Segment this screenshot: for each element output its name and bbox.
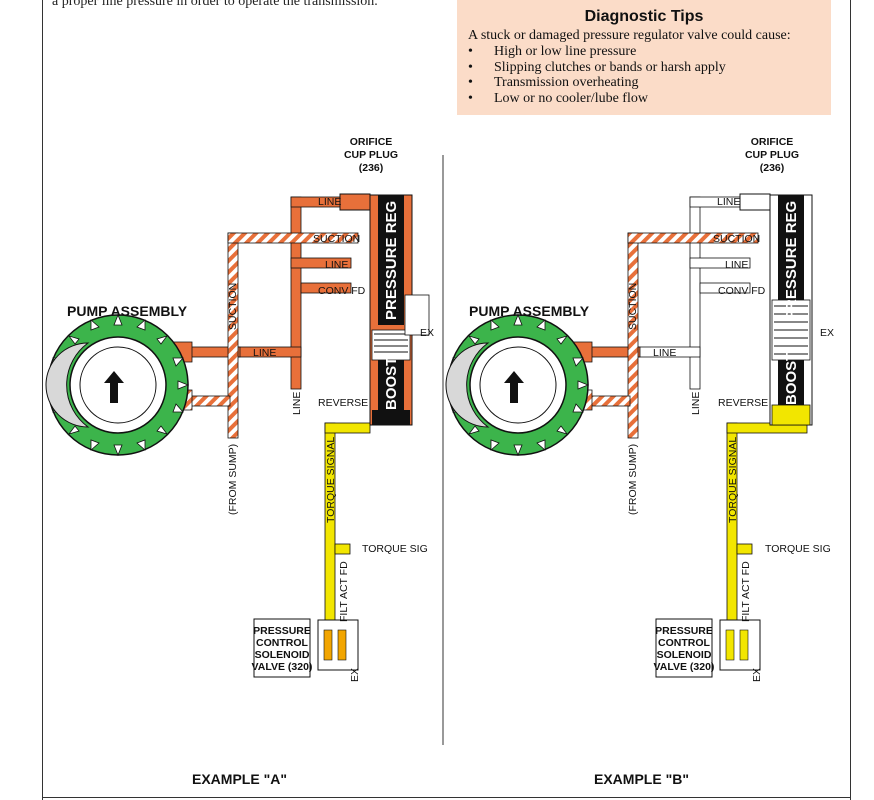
example-b-caption: EXAMPLE "B" [594,771,689,787]
reverse-label-b: REVERSE [718,397,768,409]
orifice-label-a1: ORIFICE [350,136,393,148]
ex-label-a: EX [420,327,434,339]
from-sump-label-a: (FROM SUMP) [227,444,239,515]
torque-sig-label-b: TORQUE SIG [765,543,831,555]
example-a-caption: EXAMPLE "A" [192,771,287,787]
orifice-label-b2: CUP PLUG [745,149,799,161]
page-border-bottom [42,797,851,798]
pump-assembly-label-b: PUMP ASSEMBLY [469,303,590,319]
tips-item: •High or low line pressure [468,44,637,59]
suction-vert-label-a: SUCTION [227,283,239,330]
pcs-label-b3: SOLENOID [657,649,712,661]
pump-assembly-label-a: PUMP ASSEMBLY [67,303,188,319]
reverse-label-a: REVERSE [318,397,368,409]
conv-fd-label-a: CONV FD [318,285,366,297]
conv-fd-label-b: CONV FD [718,285,766,297]
page-border-right [850,0,851,800]
pressure-reg-label-b: PRESSURE REG [783,201,800,320]
example-a-diagram: PRESSURE REG BOOST ORIFICE CUP PLUG (236… [45,136,434,682]
example-b-diagram: PRESSURE REG BOOST ORIFICE CUP PLUG (236… [445,136,834,682]
suction-label-a: SUCTION [313,233,360,245]
line-label-b3: LINE [653,347,676,359]
pcs-label-a4: VALVE (320) [252,661,313,673]
suction-label-b: SUCTION [713,233,760,245]
tips-item: •Low or no cooler/lube flow [468,90,648,106]
line-label-b2: LINE [725,259,748,271]
pcs-label-b1: PRESSURE [655,625,713,637]
diagnostic-tips-title: Diagnostic Tips [584,8,704,25]
ex-label-b: EX [820,327,834,339]
line-vert-label-b: LINE [690,392,702,415]
intro-text-fragment: a proper line pressure in order to opera… [52,0,378,9]
pcs-label-a3: SOLENOID [255,649,310,661]
from-sump-label-b: (FROM SUMP) [627,444,639,515]
ex-vert-label-b: EX [751,668,763,682]
pcs-label-a1: PRESSURE [253,625,311,637]
filt-act-fd-label-a: FILT ACT FD [338,561,350,622]
pcs-label-b2: CONTROL [658,637,710,649]
pcs-label-a2: CONTROL [256,637,308,649]
boost-label-a: BOOST [383,357,400,410]
diagnostic-tips-list: •High or low line pressure •Slipping clu… [468,44,726,106]
orifice-label-b3: (236) [760,162,785,174]
line-vert-label-a: LINE [291,392,303,415]
pressure-reg-label-a: PRESSURE REG [383,201,400,320]
torque-signal-label-b: TORQUE SIGNAL [727,437,739,523]
line-label-a2: LINE [325,259,348,271]
line-label-b1: LINE [717,196,740,208]
pcs-label-b4: VALVE (320) [654,661,715,673]
ex-vert-label-a: EX [349,668,361,682]
orifice-label-a3: (236) [359,162,384,174]
page-border-left [42,0,43,800]
boost-label-b: BOOST [783,352,800,405]
torque-signal-label-a: TORQUE SIGNAL [325,437,337,523]
line-label-a3: LINE [253,347,276,359]
diagnostic-tips-box: Diagnostic Tips A stuck or damaged press… [457,0,831,115]
line-label-a1: LINE [318,196,341,208]
suction-vert-label-b: SUCTION [627,283,639,330]
filt-act-fd-label-b: FILT ACT FD [740,561,752,622]
torque-sig-label-a: TORQUE SIG [362,543,428,555]
diagnostic-tips-intro: A stuck or damaged pressure regulator va… [468,28,791,43]
orifice-label-b1: ORIFICE [751,136,794,148]
orifice-label-a2: CUP PLUG [344,149,398,161]
tips-item: •Transmission overheating [468,75,639,90]
tips-item: •Slipping clutches or bands or harsh app… [468,59,726,75]
